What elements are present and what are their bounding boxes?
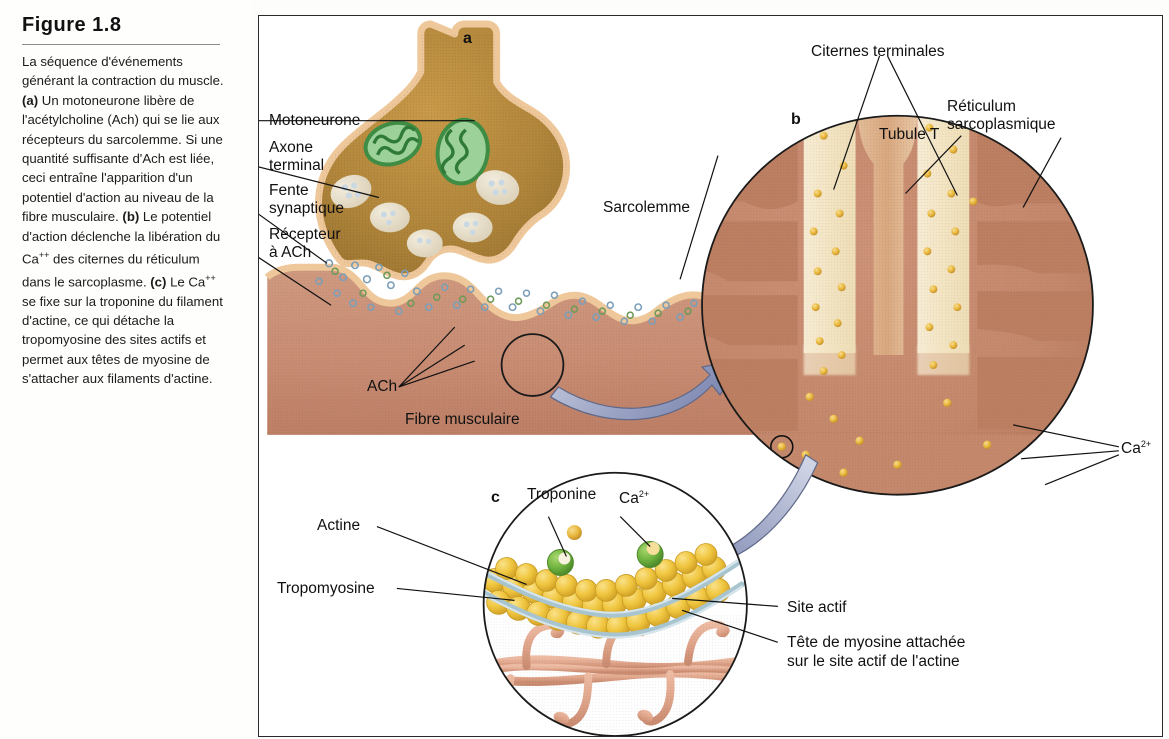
label-reticulum-line2: sarcoplasmique bbox=[947, 116, 1056, 133]
label-citernes-terminales: Citernes terminales bbox=[811, 43, 945, 60]
label-axone-terminal-line1: Axone bbox=[269, 139, 313, 156]
figure-caption: La séquence d'événements générant la con… bbox=[22, 54, 224, 387]
label-calcium-c-text: Ca bbox=[619, 490, 639, 508]
label-calcium-c-sup: 2+ bbox=[638, 489, 650, 499]
label-fente-line2: synaptique bbox=[269, 200, 344, 217]
troponin-complex bbox=[546, 541, 664, 576]
label-tete-myosine-line2: sur le site actif de l'actine bbox=[787, 653, 960, 670]
label-recepteur-line1: Récepteur bbox=[269, 226, 341, 243]
free-calcium-ion bbox=[566, 525, 582, 541]
label-fibre-musculaire: Fibre musculaire bbox=[405, 411, 520, 428]
label-axone-terminal-line2: terminal bbox=[269, 157, 325, 174]
label-tubule-t: Tubule T bbox=[879, 126, 940, 143]
synaptic-vesicle-cluster bbox=[330, 170, 520, 258]
title-divider bbox=[22, 44, 220, 45]
panel-c-letter: c bbox=[491, 489, 500, 506]
label-calcium-b-text: Ca bbox=[1121, 440, 1141, 458]
illustration-canvas bbox=[259, 20, 1120, 736]
label-calcium-b-sup: 2+ bbox=[1140, 439, 1152, 449]
panel-b-letter: b bbox=[791, 111, 801, 128]
mitochondrion-icon bbox=[363, 120, 423, 167]
panel-a-leader-lines bbox=[259, 120, 719, 388]
mitochondrion-icon bbox=[435, 117, 490, 186]
label-tropomyosine: Tropomyosine bbox=[277, 580, 375, 597]
label-calcium-panel-c: Ca2+ bbox=[619, 486, 649, 508]
panel-b-leader-lines bbox=[833, 55, 1120, 486]
label-reticulum-line1: Réticulum bbox=[947, 98, 1016, 115]
label-tete-myosine-line1: Tête de myosine attachée bbox=[787, 634, 966, 651]
label-troponine: Troponine bbox=[527, 486, 597, 503]
figure-title: Figure 1.8 bbox=[22, 14, 122, 36]
panel-c-leader-lines bbox=[376, 516, 779, 643]
label-actine: Actine bbox=[317, 517, 361, 534]
label-calcium-panel-b: Ca2+ bbox=[1121, 436, 1151, 458]
panel-a-callout-circle bbox=[500, 333, 565, 397]
label-site-actif: Site actif bbox=[787, 599, 847, 616]
label-recepteur-line2: à ACh bbox=[269, 244, 312, 261]
caption-column: Figure 1.8 La séquence d'événements géné… bbox=[0, 0, 250, 739]
panel-c-graphic bbox=[376, 471, 779, 736]
label-ach: ACh bbox=[367, 378, 398, 395]
panel-b-circle-border bbox=[701, 114, 1094, 496]
tropomyosin-highlight bbox=[483, 559, 743, 639]
label-sarcolemme: Sarcolemme bbox=[603, 199, 690, 216]
label-motoneurone: Motoneurone bbox=[269, 112, 361, 129]
figure-illustration-frame: a Motoneurone Axone terminal Fente synap… bbox=[258, 15, 1163, 737]
panel-a-letter: a bbox=[463, 30, 472, 47]
axon-terminal-shape bbox=[315, 20, 571, 281]
label-fente-line1: Fente bbox=[269, 182, 309, 199]
tropomyosin-strands bbox=[483, 559, 745, 639]
